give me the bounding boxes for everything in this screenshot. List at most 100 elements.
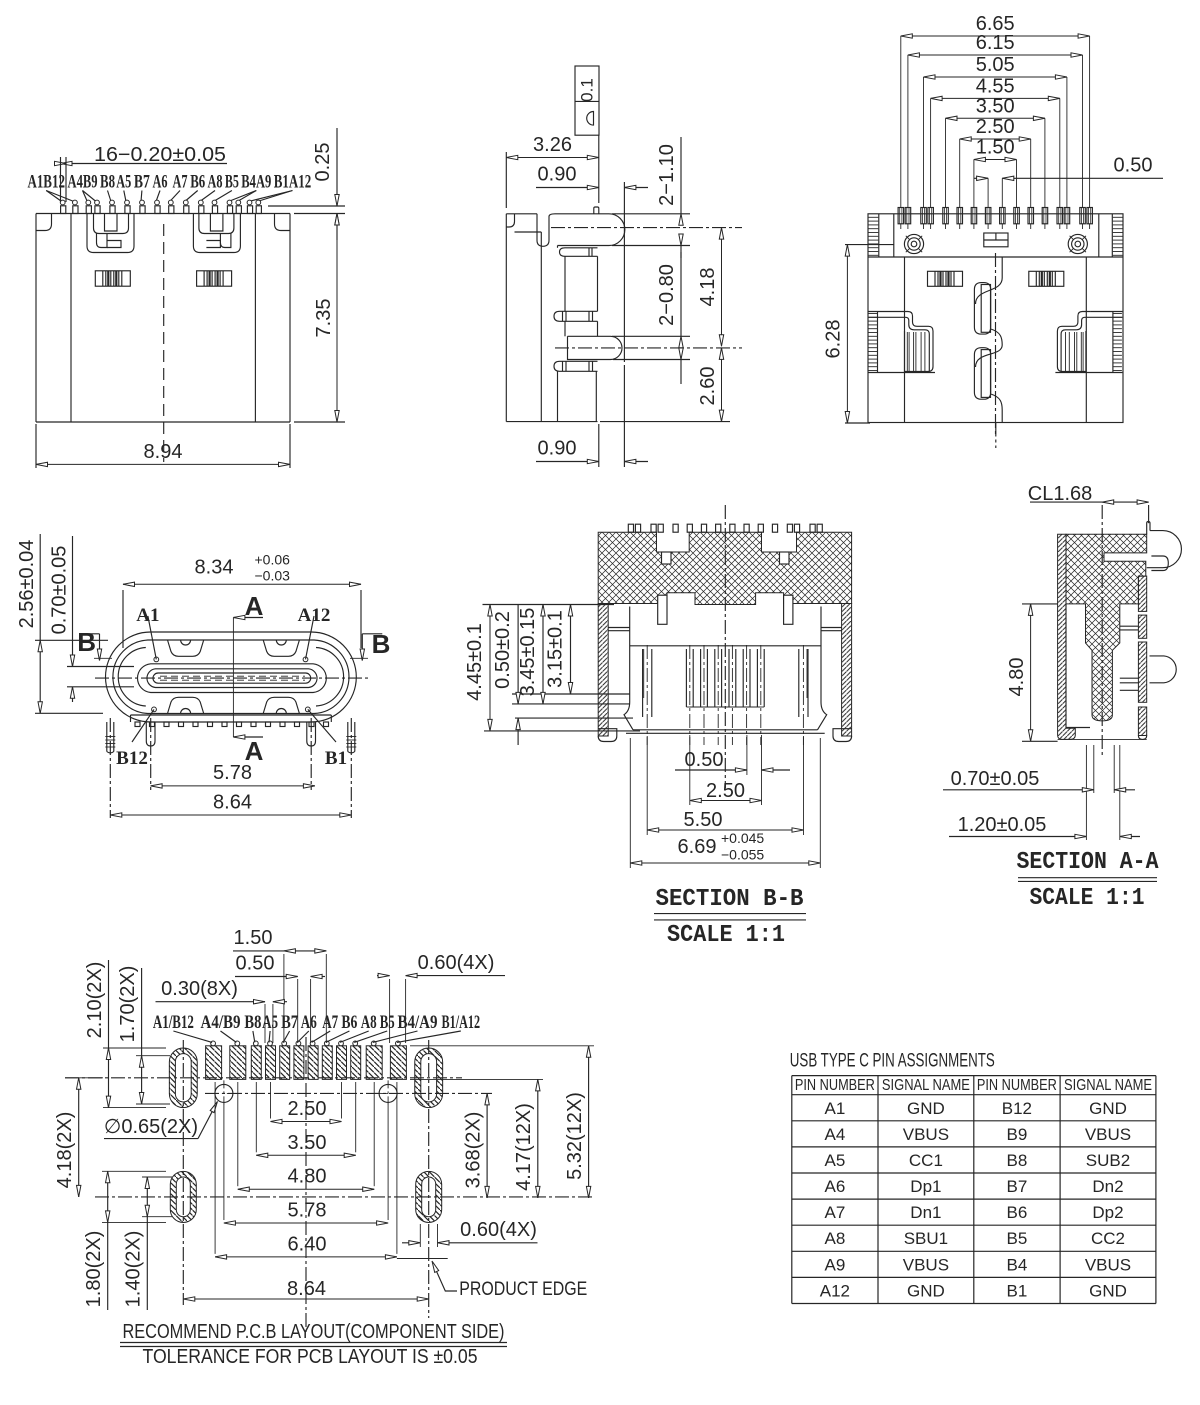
svg-text:6.65: 6.65 xyxy=(976,13,1015,35)
svg-text:VBUS: VBUS xyxy=(903,1255,949,1274)
svg-text:0.90: 0.90 xyxy=(538,438,577,460)
svg-text:SBU1: SBU1 xyxy=(904,1229,948,1248)
svg-text:PIN NUMBER: PIN NUMBER xyxy=(977,1077,1057,1094)
svg-text:TOLERANCE FOR PCB LAYOUT IS ±0: TOLERANCE FOR PCB LAYOUT IS ±0.05 xyxy=(143,1346,478,1368)
svg-text:A5: A5 xyxy=(825,1151,846,1170)
svg-text:B4/A9: B4/A9 xyxy=(398,1012,438,1033)
svg-text:0.70±0.05: 0.70±0.05 xyxy=(951,768,1040,790)
svg-text:SIGNAL NAME: SIGNAL NAME xyxy=(882,1077,970,1094)
svg-text:B: B xyxy=(77,627,96,657)
svg-text:A1B12: A1B12 xyxy=(27,172,65,193)
svg-text:3.45±0.15: 3.45±0.15 xyxy=(517,608,539,697)
svg-text:Dn1: Dn1 xyxy=(910,1203,941,1222)
svg-text:6.28: 6.28 xyxy=(823,320,845,359)
svg-text:0.50±0.2: 0.50±0.2 xyxy=(492,611,514,689)
svg-text:−0.055: −0.055 xyxy=(721,847,764,863)
svg-text:4.17(12X): 4.17(12X) xyxy=(513,1103,535,1191)
svg-text:0.70±0.05: 0.70±0.05 xyxy=(49,546,71,635)
svg-text:B1A12: B1A12 xyxy=(274,172,312,193)
svg-text:0.90: 0.90 xyxy=(538,164,577,186)
svg-text:1.50: 1.50 xyxy=(234,927,273,949)
svg-text:4.18(2X): 4.18(2X) xyxy=(54,1112,76,1189)
svg-text:A4: A4 xyxy=(825,1125,846,1144)
svg-text:CC1: CC1 xyxy=(909,1151,943,1170)
svg-text:B4A9: B4A9 xyxy=(241,172,271,193)
svg-text:VBUS: VBUS xyxy=(1085,1255,1131,1274)
svg-text:USB TYPE C PIN ASSIGNMENTS: USB TYPE C PIN ASSIGNMENTS xyxy=(790,1050,995,1072)
svg-text:SUB2: SUB2 xyxy=(1086,1151,1130,1170)
svg-text:B1: B1 xyxy=(1007,1282,1028,1301)
svg-text:CL1.68: CL1.68 xyxy=(1028,483,1093,505)
svg-text:B: B xyxy=(372,629,391,659)
svg-text:SIGNAL NAME: SIGNAL NAME xyxy=(1064,1077,1152,1094)
svg-text:B1: B1 xyxy=(325,748,347,769)
svg-text:RECOMMEND P.C.B LAYOUT(COMPONE: RECOMMEND P.C.B LAYOUT(COMPONENT SIDE) xyxy=(123,1321,505,1343)
svg-text:A1: A1 xyxy=(825,1099,846,1118)
svg-text:Dp1: Dp1 xyxy=(910,1177,941,1196)
svg-text:4.80: 4.80 xyxy=(288,1166,327,1188)
svg-text:5.32(12X): 5.32(12X) xyxy=(564,1092,586,1180)
svg-text:0.1: 0.1 xyxy=(578,78,597,102)
svg-text:VBUS: VBUS xyxy=(903,1125,949,1144)
svg-text:2.50: 2.50 xyxy=(976,116,1015,138)
svg-text:A4B9: A4B9 xyxy=(68,172,98,193)
svg-text:A9: A9 xyxy=(825,1255,846,1274)
svg-text:1.20±0.05: 1.20±0.05 xyxy=(958,814,1047,836)
svg-text:A6: A6 xyxy=(301,1012,317,1033)
svg-text:SCALE 1:1: SCALE 1:1 xyxy=(1030,885,1145,912)
svg-text:A12: A12 xyxy=(820,1282,850,1301)
svg-text:5.50: 5.50 xyxy=(684,809,723,831)
svg-text:2.60: 2.60 xyxy=(697,367,719,406)
svg-text:4.55: 4.55 xyxy=(976,75,1015,97)
svg-text:+0.06: +0.06 xyxy=(255,552,291,568)
svg-text:A5: A5 xyxy=(116,172,131,193)
svg-text:A1: A1 xyxy=(136,605,159,626)
svg-text:A7: A7 xyxy=(322,1012,338,1033)
svg-text:PRODUCT EDGE: PRODUCT EDGE xyxy=(459,1279,587,1300)
svg-text:5.78: 5.78 xyxy=(213,762,252,784)
svg-text:B8: B8 xyxy=(244,1012,261,1033)
svg-text:6.40: 6.40 xyxy=(288,1233,327,1255)
svg-text:0.60(4X): 0.60(4X) xyxy=(418,952,495,974)
svg-text:B5: B5 xyxy=(380,1012,395,1033)
svg-text:7.35: 7.35 xyxy=(313,299,335,338)
svg-text:3.50: 3.50 xyxy=(288,1132,327,1154)
svg-text:+0.045: +0.045 xyxy=(721,830,764,846)
svg-text:VBUS: VBUS xyxy=(1085,1125,1131,1144)
svg-text:A: A xyxy=(245,736,264,766)
svg-text:GND: GND xyxy=(1089,1282,1127,1301)
svg-text:1.70(2X): 1.70(2X) xyxy=(117,966,139,1043)
svg-text:CC2: CC2 xyxy=(1091,1229,1125,1248)
svg-text:5.05: 5.05 xyxy=(976,54,1015,76)
svg-text:0.50: 0.50 xyxy=(236,953,275,975)
svg-text:6.15: 6.15 xyxy=(976,32,1015,54)
svg-text:2.50: 2.50 xyxy=(706,780,745,802)
svg-text:A6: A6 xyxy=(153,172,168,193)
svg-text:A7: A7 xyxy=(173,172,188,193)
svg-text:B6: B6 xyxy=(341,1012,357,1033)
svg-text:Dp2: Dp2 xyxy=(1092,1203,1123,1222)
svg-text:4.18: 4.18 xyxy=(697,268,719,307)
svg-text:8.64: 8.64 xyxy=(287,1278,326,1300)
svg-text:B6: B6 xyxy=(1007,1203,1028,1222)
svg-text:1.40(2X): 1.40(2X) xyxy=(123,1231,145,1308)
svg-text:0.50: 0.50 xyxy=(1114,155,1153,177)
svg-text:B5: B5 xyxy=(225,172,239,193)
svg-text:B9: B9 xyxy=(1007,1125,1028,1144)
svg-text:SECTION B-B: SECTION B-B xyxy=(656,886,804,913)
svg-text:0.25: 0.25 xyxy=(312,143,334,182)
svg-text:2.10(2X): 2.10(2X) xyxy=(84,962,106,1039)
svg-text:0.60(4X): 0.60(4X) xyxy=(460,1219,537,1241)
svg-text:3.26: 3.26 xyxy=(533,134,572,156)
svg-text:A1/B12: A1/B12 xyxy=(153,1012,194,1033)
svg-text:PIN NUMBER: PIN NUMBER xyxy=(795,1077,875,1094)
svg-text:B8: B8 xyxy=(100,172,115,193)
svg-text:A: A xyxy=(245,591,264,621)
svg-text:A8: A8 xyxy=(825,1229,846,1248)
svg-text:A4/B9: A4/B9 xyxy=(201,1012,241,1033)
svg-text:3.50: 3.50 xyxy=(976,95,1015,117)
svg-text:B8: B8 xyxy=(1007,1151,1028,1170)
svg-text:GND: GND xyxy=(1089,1099,1127,1118)
svg-text:5.78: 5.78 xyxy=(288,1200,327,1222)
svg-text:B7: B7 xyxy=(1007,1177,1028,1196)
